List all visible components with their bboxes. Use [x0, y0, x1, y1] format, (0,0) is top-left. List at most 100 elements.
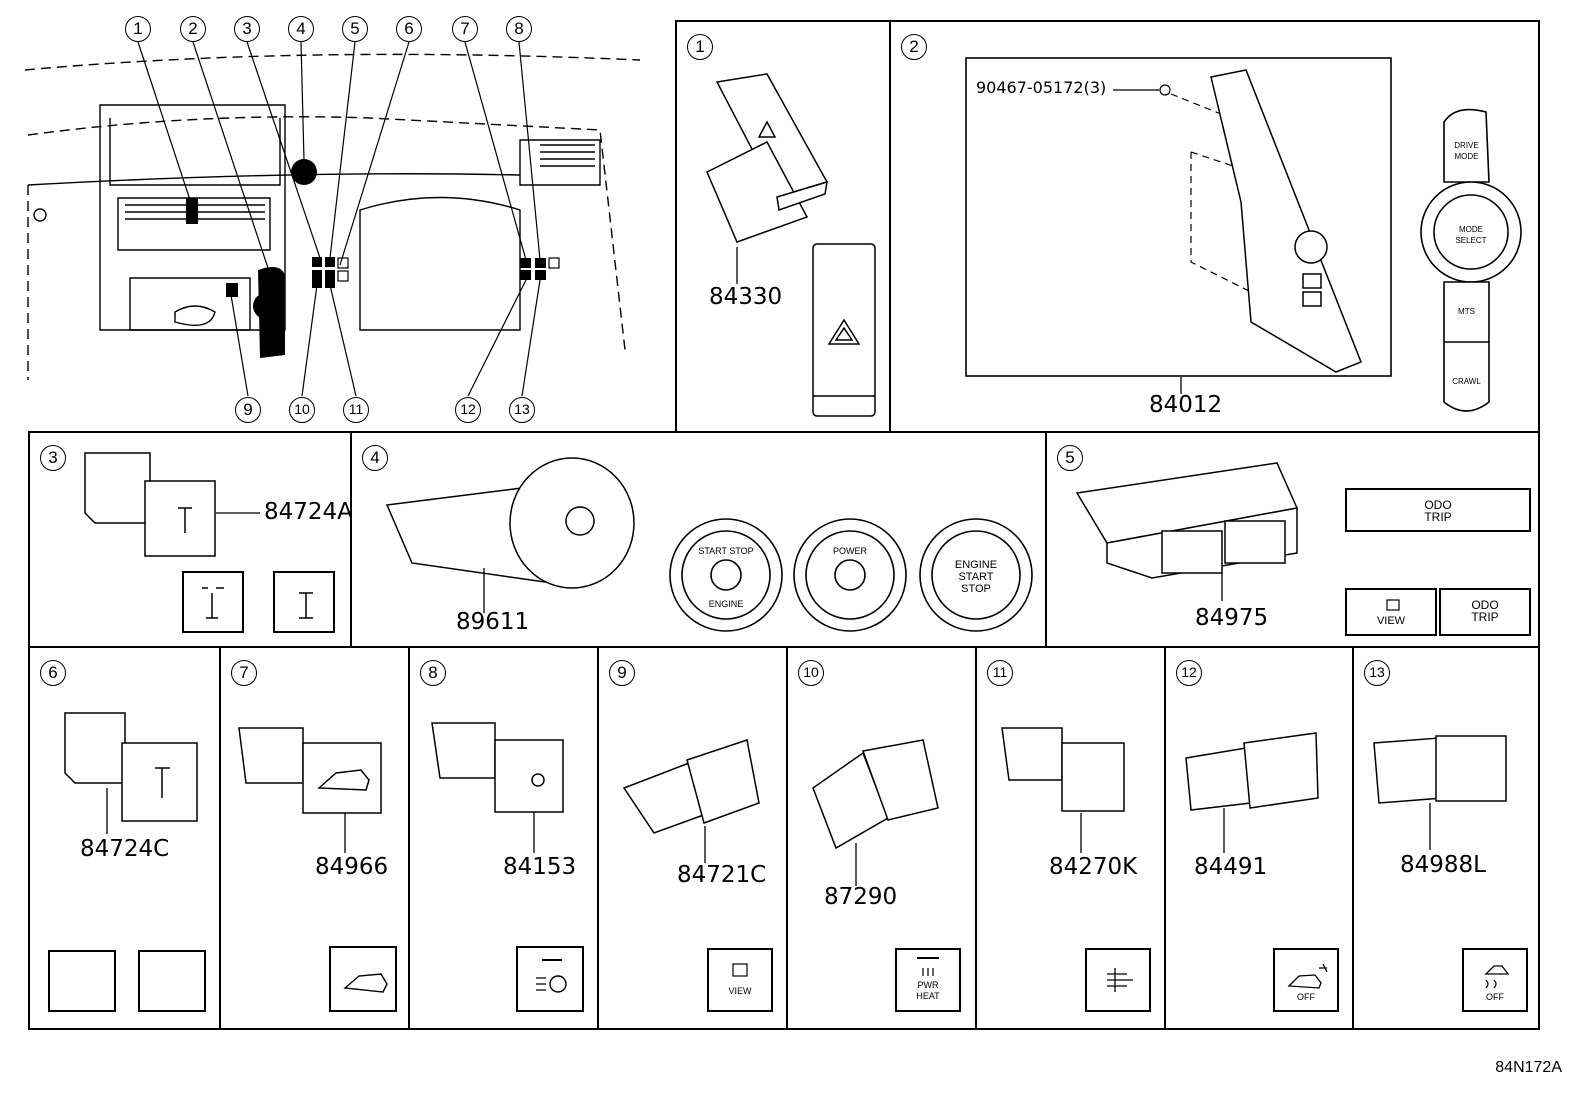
- dial3-line2: START: [958, 571, 994, 583]
- switch-84724C-drawing: [64, 712, 198, 834]
- panel-number: 3: [40, 445, 66, 471]
- switch-84724A-drawing: [84, 452, 260, 557]
- push-start-switch-drawing: [385, 457, 1033, 632]
- part-number-84724A: 84724A: [264, 499, 353, 525]
- view-button: VIEW: [1345, 588, 1437, 636]
- off-label: OFF: [1297, 992, 1315, 1002]
- callout-10: 10: [289, 397, 315, 423]
- callout-13: 13: [509, 397, 535, 423]
- switch-84491-drawing: [1185, 732, 1319, 853]
- panel-3: 3 84724A: [28, 431, 353, 648]
- part-number-84012: 84012: [1149, 392, 1223, 418]
- panel-6: 6 84724C: [28, 646, 221, 1030]
- part-number-84988L: 84988L: [1400, 852, 1486, 878]
- panel-number: 7: [231, 660, 257, 686]
- panel-number: 8: [420, 660, 446, 686]
- callout-8: 8: [506, 16, 532, 42]
- panel-number: 12: [1176, 660, 1202, 686]
- drive-mode-switch-drawing: [965, 57, 1522, 412]
- dial3-line3: STOP: [961, 583, 991, 595]
- panel-number: 10: [798, 660, 824, 686]
- switch-84966-drawing: [238, 727, 382, 853]
- panel-11: 11 84270K: [975, 646, 1166, 1030]
- part-number-87290: 87290: [824, 884, 898, 910]
- callout-1: 1: [125, 16, 151, 42]
- panel-1: 1 84330: [675, 20, 891, 433]
- part-number-84966: 84966: [315, 854, 389, 880]
- traction-control-off-icon: OFF: [1462, 948, 1528, 1012]
- pwr-heat-icon: PWR HEAT: [895, 948, 961, 1012]
- 4wd-high-icon: [138, 950, 206, 1012]
- panel-7: 7 84966: [219, 646, 410, 1030]
- part-number-84330: 84330: [709, 284, 783, 310]
- callout-7: 7: [452, 16, 478, 42]
- part-number-84153: 84153: [503, 854, 577, 880]
- mts-label: MTS: [1458, 307, 1475, 316]
- part-number-84491: 84491: [1194, 854, 1268, 880]
- panel-number: 13: [1364, 660, 1390, 686]
- panel-5: 5 ODO TRIP VIEW ODO TRIP 84975: [1045, 431, 1540, 648]
- panel-8: 8 84153: [408, 646, 599, 1030]
- callout-4: 4: [288, 16, 314, 42]
- panel-2: 2 90467-05172(3) DRIVE MODE MODE SELECT …: [889, 20, 1540, 433]
- odo-label: ODO: [1471, 598, 1499, 612]
- clearance-sonar-off-icon: OFF: [1273, 948, 1339, 1012]
- panel-13: 13 84988L OFF: [1352, 646, 1540, 1030]
- pwr-label: PWR: [917, 980, 939, 990]
- panel-9: 9 84721C VIEW: [597, 646, 788, 1030]
- auto-high-beam-icon: [516, 946, 584, 1012]
- crawl-label: CRAWL: [1452, 377, 1481, 386]
- panel-number: 4: [362, 445, 388, 471]
- panel-12: 12 84491 OFF: [1164, 646, 1354, 1030]
- dashboard-overview: 1 2 3 4 5 6 7 8 9 10 11 12 13: [0, 0, 676, 432]
- part-number-84975: 84975: [1195, 605, 1269, 631]
- dial1-top-label: START STOP: [698, 546, 754, 556]
- panel-number: 2: [901, 34, 927, 60]
- view-label: VIEW: [1376, 615, 1406, 627]
- part-number-89611: 89611: [456, 609, 530, 635]
- panel-4: 4 START STOP ENGINE POWER ENGINE START S…: [350, 431, 1047, 648]
- switch-84153-drawing: [431, 722, 564, 853]
- callout-9: 9: [235, 397, 261, 423]
- mode-select-label: MODE SELECT: [1455, 225, 1487, 245]
- part-number-84724C: 84724C: [80, 836, 170, 862]
- dial1-bottom-label: ENGINE: [708, 599, 744, 609]
- odo-trip-button-large: ODO TRIP: [1345, 488, 1531, 532]
- callout-2: 2: [180, 16, 206, 42]
- callout-6: 6: [396, 16, 422, 42]
- part-number-84721C: 84721C: [677, 862, 767, 888]
- diagram-code: 84N172A: [1495, 1059, 1562, 1076]
- 4wd-icon: [273, 571, 335, 633]
- drive-mode-label: DRIVE MODE: [1454, 141, 1479, 161]
- callout-12: 12: [455, 397, 481, 423]
- view-icon-label: VIEW: [728, 986, 752, 996]
- switch-84988L-drawing: [1373, 735, 1507, 850]
- heat-label: HEAT: [916, 991, 940, 1001]
- dial3-line1: ENGINE: [954, 559, 998, 571]
- callout-5: 5: [342, 16, 368, 42]
- panel-number: 11: [987, 660, 1013, 686]
- air-suspension-icon: [1085, 948, 1151, 1012]
- screw-part-number: 90467-05172(3): [976, 78, 1107, 97]
- odo-trip-button-small: ODO TRIP: [1439, 588, 1531, 636]
- panel-number: 6: [40, 660, 66, 686]
- switch-84270K-drawing: [1001, 727, 1125, 853]
- switch-87290-drawing: [812, 739, 939, 886]
- callout-11: 11: [343, 397, 369, 423]
- trip-label: TRIP: [1424, 510, 1452, 524]
- panel-number: 1: [687, 34, 713, 60]
- trip-label: TRIP: [1471, 610, 1499, 624]
- panel-10: 10 87290 PWR HEAT: [786, 646, 977, 1030]
- hazard-switch-drawing: [706, 73, 876, 417]
- callout-3: 3: [234, 16, 260, 42]
- 4wd-lock-icon: [182, 571, 244, 633]
- off-label: OFF: [1486, 992, 1504, 1002]
- odo-label: ODO: [1424, 498, 1452, 512]
- dashboard-drawing: [24, 41, 641, 397]
- panel-number: 5: [1057, 445, 1083, 471]
- 4wd-low-icon: [48, 950, 116, 1012]
- rear-door-icon: [329, 946, 397, 1012]
- part-number-84270K: 84270K: [1049, 854, 1138, 880]
- panel-number: 9: [609, 660, 635, 686]
